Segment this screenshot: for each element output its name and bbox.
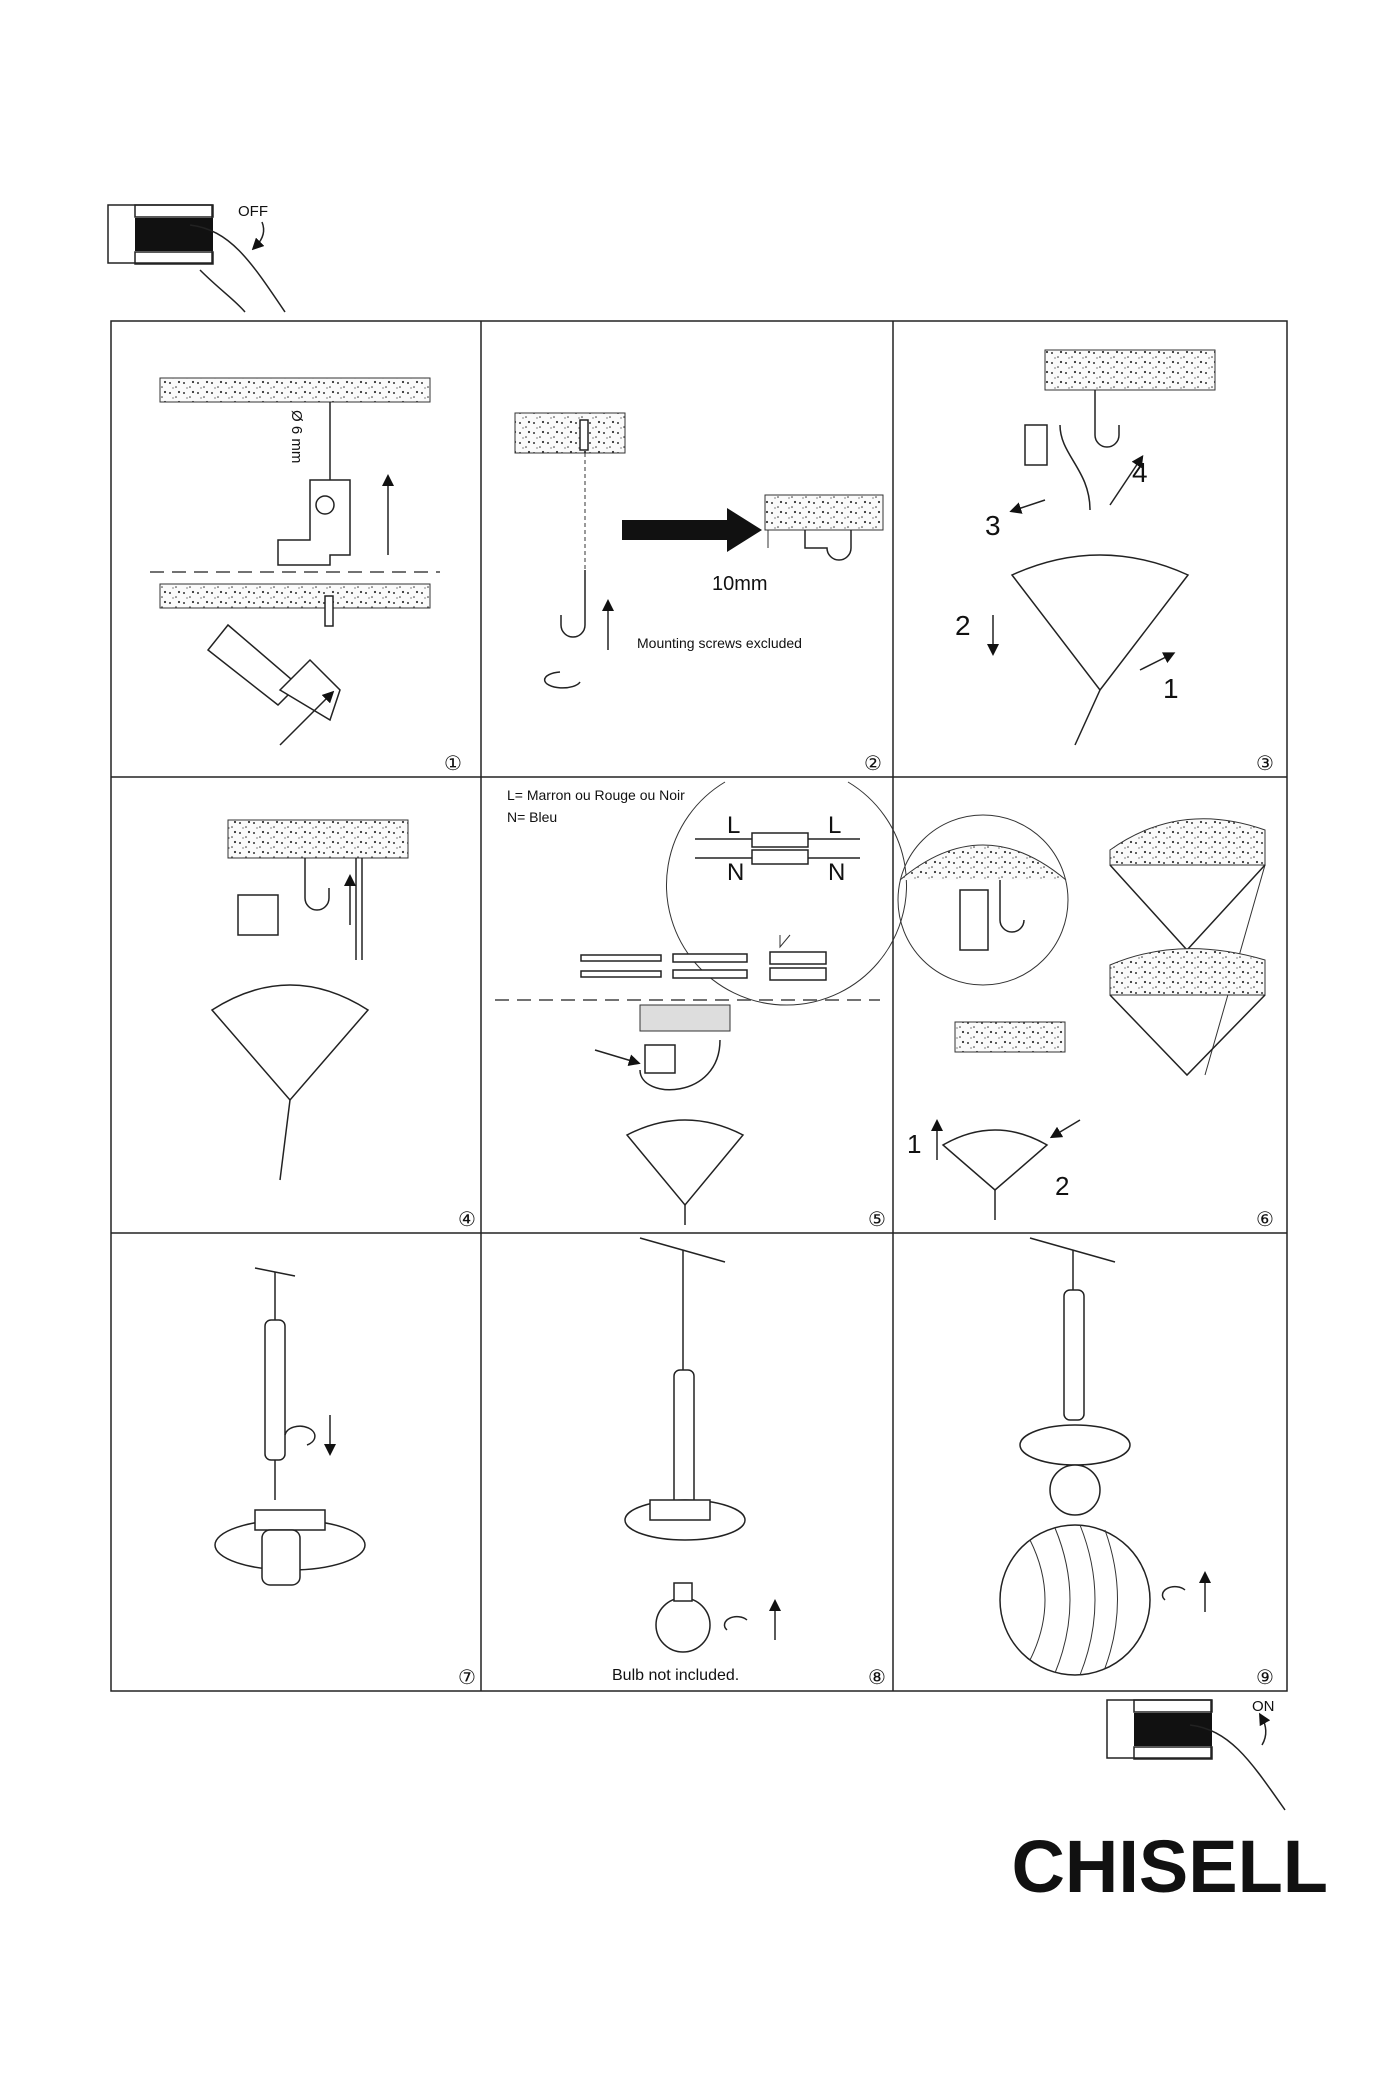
breaker-on-illustration: ON bbox=[1106, 1698, 1286, 1811]
bulb-note: Bulb not included. bbox=[612, 1667, 739, 1684]
step-number: ① bbox=[444, 753, 462, 775]
step-number: ④ bbox=[458, 1209, 476, 1231]
sub-step-2: 2 bbox=[1055, 1171, 1069, 1201]
canopy-icon bbox=[625, 1119, 745, 1207]
step-9-globe: ⑨ bbox=[999, 1237, 1274, 1689]
canopy-icon bbox=[210, 984, 370, 1102]
brand-logo: CHISELL bbox=[1011, 1825, 1328, 1908]
sub-step-4: 4 bbox=[1132, 457, 1148, 488]
arrow-down-icon bbox=[251, 221, 265, 251]
sub-step-2: 2 bbox=[955, 610, 971, 641]
drill-icon bbox=[277, 479, 351, 566]
canopy-icon bbox=[1010, 554, 1190, 692]
step-5-wiring: L= Marron ou Rouge ou Noir N= Bleu L L N… bbox=[495, 781, 907, 1231]
legend-neutral: N= Bleu bbox=[507, 809, 557, 825]
off-label: OFF bbox=[238, 203, 268, 220]
step-number: ⑥ bbox=[1256, 1209, 1274, 1231]
detail-circle bbox=[897, 814, 1069, 986]
step-number: ⑤ bbox=[868, 1209, 886, 1231]
step-6-attach-canopy: 1 2 ⑥ bbox=[897, 814, 1274, 1231]
hammer-icon bbox=[206, 623, 300, 707]
breaker-off-illustration: OFF bbox=[107, 203, 286, 313]
drill-diameter-label: Ø 6 mm bbox=[288, 410, 305, 463]
bulb-icon bbox=[655, 1597, 711, 1653]
wire-label-n: N bbox=[828, 859, 845, 886]
legend-live: L= Marron ou Rouge ou Noir bbox=[507, 787, 685, 803]
step-3-detach-canopy: 4 3 2 1 ③ bbox=[955, 349, 1274, 775]
hook-icon bbox=[560, 570, 586, 638]
big-arrow-right-icon bbox=[622, 508, 762, 552]
sub-step-1: 1 bbox=[1163, 673, 1179, 704]
wire-label-n: N bbox=[727, 859, 744, 886]
step-1-drill-ceiling: Ø 6 mm ① bbox=[150, 377, 462, 775]
arrow-up-icon bbox=[1259, 1712, 1271, 1746]
step-number: ⑦ bbox=[458, 1667, 476, 1689]
step-7-lamp-holder: ⑦ bbox=[214, 1267, 476, 1689]
step-number: ⑧ bbox=[868, 1667, 886, 1689]
step-number: ⑨ bbox=[1256, 1667, 1274, 1689]
step-4-hang-wire: ④ bbox=[210, 819, 476, 1231]
glass-globe-icon bbox=[999, 1524, 1151, 1676]
mounting-note: Mounting screws excluded bbox=[637, 635, 802, 651]
sub-step-1: 1 bbox=[907, 1129, 921, 1159]
step-2-mount-hook: Mounting screws excluded 10mm ② bbox=[514, 412, 884, 775]
gap-label: 10mm bbox=[712, 573, 768, 595]
steps-grid bbox=[110, 320, 1288, 1692]
step-number: ② bbox=[864, 753, 882, 775]
step-number: ③ bbox=[1256, 753, 1274, 775]
rotate-icon bbox=[543, 671, 581, 689]
wire-label-l: L bbox=[727, 812, 740, 839]
terminal-block bbox=[751, 832, 809, 848]
step-8-bulb: Bulb not included. ⑧ bbox=[612, 1237, 886, 1689]
sub-step-3: 3 bbox=[985, 510, 1001, 541]
on-label: ON bbox=[1252, 1698, 1275, 1715]
canopy-icon bbox=[941, 1129, 1049, 1191]
arrow-icon bbox=[279, 690, 335, 746]
wire-label-l: L bbox=[828, 812, 841, 839]
